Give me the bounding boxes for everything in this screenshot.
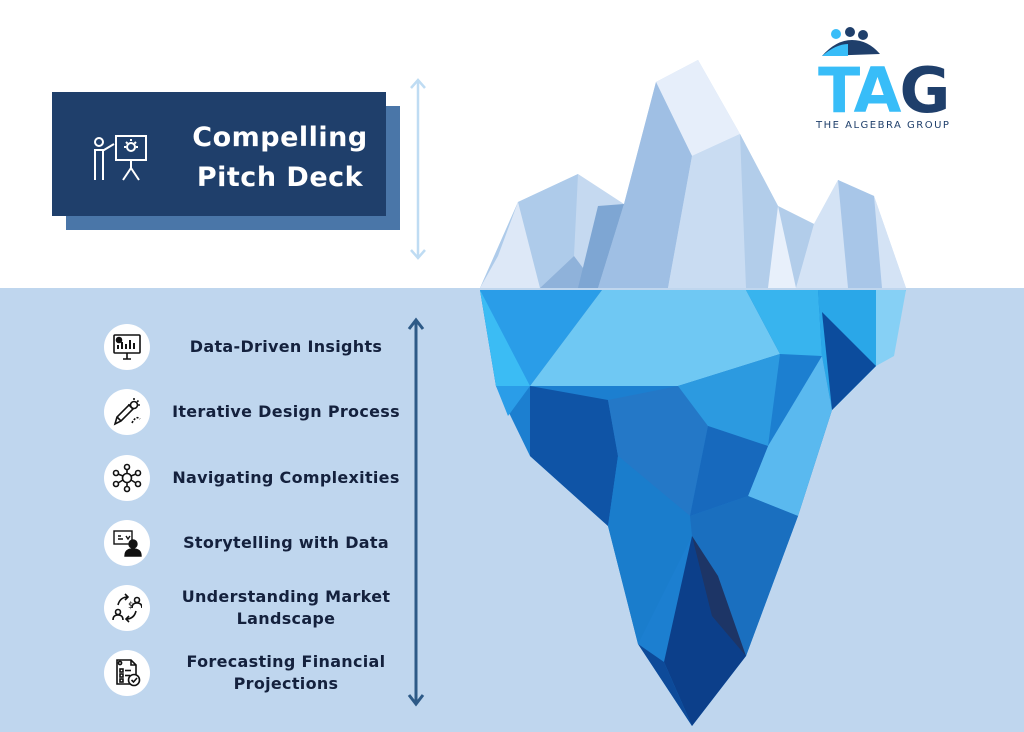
list-item-understanding-market-landscape: $ Understanding Market Landscape [104, 585, 404, 635]
item-label: Data-Driven Insights [189, 337, 383, 356]
svg-text:$: $ [128, 601, 134, 611]
above-water-arrow [410, 78, 426, 260]
presenter-screen-icon [104, 520, 150, 566]
network-gear-icon [104, 455, 150, 501]
item-label: Navigating Complexities [172, 468, 400, 487]
title-line-1: Compelling [192, 122, 368, 153]
iceberg-illustration [480, 60, 906, 726]
list-item-iterative-design-process: Iterative Design Process [104, 389, 404, 439]
list-item-navigating-complexities: Navigating Complexities [104, 455, 404, 505]
tag-logo: TAG THE ALGEBRA GROUP [812, 26, 972, 136]
below-water-arrow [407, 317, 425, 707]
list-item-data-driven-insights: Data-Driven Insights [104, 324, 404, 374]
title-line-2: Pitch Deck [196, 162, 364, 193]
list-item-storytelling-with-data: Storytelling with Data [104, 520, 404, 570]
list-item-forecasting-financial-projections: Forecasting Financial Projections [104, 650, 404, 700]
logo-letter-g: G [899, 54, 950, 127]
logo-letter-a: A [853, 54, 901, 127]
item-label: Forecasting Financial Projections [186, 652, 386, 693]
analytics-monitor-icon [104, 324, 150, 370]
financial-report-icon [104, 650, 150, 696]
market-exchange-icon: $ [104, 585, 150, 631]
logo-letter-t: T [818, 54, 856, 127]
title-text: Compelling Pitch Deck [180, 118, 380, 198]
item-label: Iterative Design Process [172, 402, 400, 421]
people-group-icon [822, 27, 880, 56]
title-card: Compelling Pitch Deck [52, 92, 386, 216]
item-label: Storytelling with Data [183, 533, 389, 552]
presentation-icon [94, 135, 147, 181]
item-label: Understanding Market Landscape [181, 587, 391, 628]
logo-subtitle: THE ALGEBRA GROUP [816, 120, 951, 131]
design-pencil-icon [104, 389, 150, 435]
logo-letters: TAG [818, 60, 950, 122]
